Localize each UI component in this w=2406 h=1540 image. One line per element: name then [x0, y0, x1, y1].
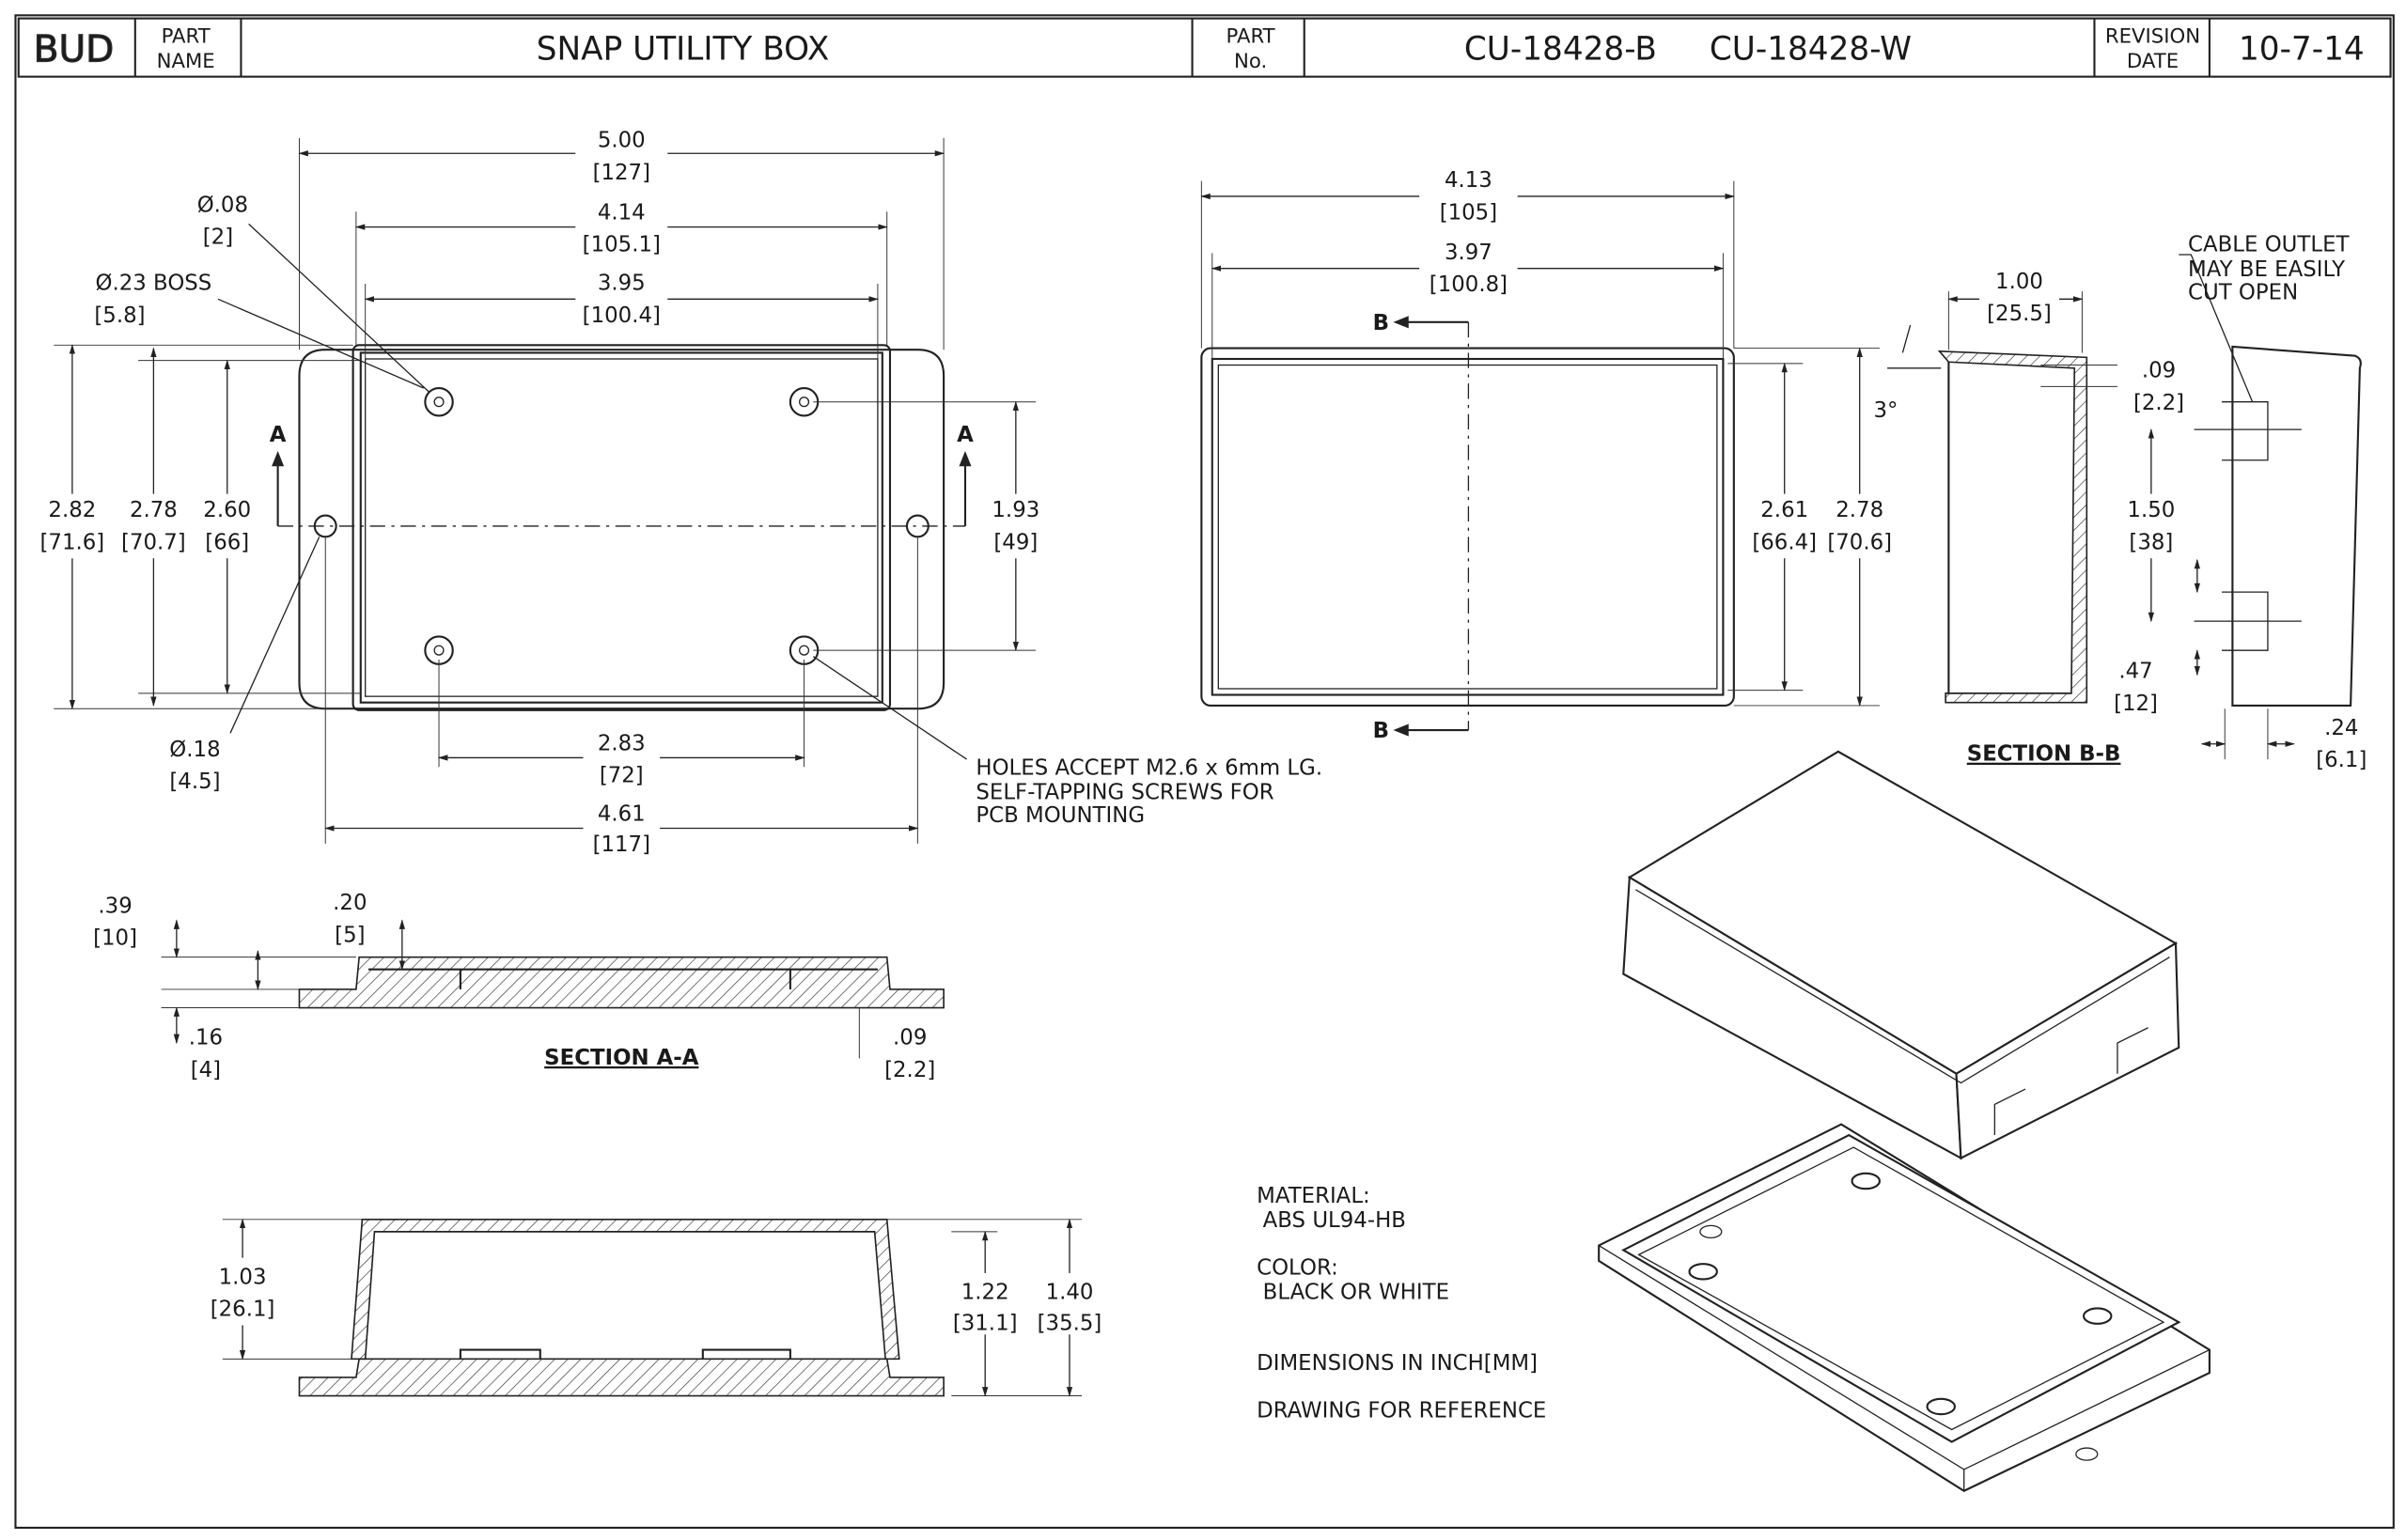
dim-bb-outlet-spacing-mm: [38] [2129, 530, 2173, 554]
dim-aa-lip: .20 [333, 891, 367, 915]
dim-cover-outer-width-mm: [105] [1440, 200, 1497, 225]
material-value: ABS UL94-HB [1263, 1208, 1406, 1233]
dim-aa-base-mm: [4] [191, 1058, 221, 1082]
section-aa: .39 [10] .20 [5] .16 [4] .09 [2.2] SECTI… [93, 891, 945, 1082]
dim-mount-spacing: 4.61 [598, 801, 646, 826]
part-number-white: CU-18428-W [1710, 31, 1912, 69]
dim-inner-width-mm: [105.1] [583, 233, 661, 257]
top-view: A A 5.00 [127] 4.14 [105.1] 3.95 [100.4]… [38, 122, 1322, 860]
color-value: BLACK OR WHITE [1263, 1281, 1449, 1305]
dim-cover-inner-width: 3.97 [1445, 241, 1492, 265]
dim-overall-height: 2.82 [48, 498, 96, 522]
dim-bb-outlet-spacing: 1.50 [2127, 498, 2175, 522]
part-no-label: PART [1226, 25, 1276, 49]
section-b-marker-top: B [1373, 311, 1389, 335]
dim-overall-width-mm: [127] [593, 161, 650, 185]
dim-cover-inner-width-mm: [100.8] [1430, 272, 1508, 297]
reference-note: DRAWING FOR REFERENCE [1257, 1398, 1546, 1423]
revision-date: 10-7-14 [2239, 31, 2365, 69]
part-name: SNAP UTILITY BOX [537, 31, 830, 69]
material-label: MATERIAL: [1257, 1184, 1370, 1208]
dim-cover-inner-height: 2.61 [1760, 498, 1808, 522]
holes-note-2: SELF-TAPPING SCREWS FOR [976, 781, 1273, 805]
dim-mount-hole-dia: Ø.18 [169, 738, 220, 762]
dim-cavity-width: 3.95 [598, 272, 646, 296]
dim-bb-depth: 1.00 [1995, 270, 2043, 294]
dim-hole-spacing-v: 1.93 [992, 498, 1039, 522]
revision-label: REVISION [2105, 25, 2200, 49]
dim-bb-draft: 3° [1873, 398, 1898, 423]
dim-bb-depth-mm: [25.5] [1987, 302, 2052, 326]
dim-cover-height: 1.03 [219, 1265, 267, 1289]
dim-cover-outer-height-mm: [70.6] [1827, 530, 1892, 554]
section-bb-title: SECTION B-B [1967, 742, 2121, 767]
color-label: COLOR: [1257, 1256, 1338, 1281]
dim-total-height: 1.40 [1046, 1281, 1094, 1305]
holes-note-3: PCB MOUNTING [976, 803, 1145, 828]
dim-hole-dia: Ø.08 [197, 193, 248, 217]
section-b-marker-bottom: B [1373, 719, 1389, 743]
cover-view: B B 4.13 [105] 3.97 [100.8] 2.61 [66.4] … [1200, 165, 1896, 743]
section-bb: 1.00 [25.5] 3° .09 [2.2] 1.50 [38] .47 [… [1873, 233, 2367, 773]
dim-body-height-mm: [31.1] [953, 1311, 1018, 1335]
dim-bb-outlet-depth: .24 [2324, 716, 2358, 740]
dim-cover-outer-height: 2.78 [1836, 498, 1883, 522]
side-section-view: 1.03 [26.1] 1.22 [31.1] 1.40 [35.5] [207, 1218, 1103, 1397]
units-note: DIMENSIONS IN INCH[MM] [1257, 1351, 1538, 1376]
dim-aa-base: .16 [189, 1026, 223, 1050]
dim-bb-outlet-depth-mm: [6.1] [2316, 748, 2367, 772]
title-block: BUD PART NAME SNAP UTILITY BOX PART No. … [14, 14, 2395, 1530]
cable-note-3: CUT OPEN [2188, 280, 2298, 304]
part-no-label-2: No. [1234, 50, 1267, 73]
dim-body-height: 1.22 [961, 1281, 1009, 1305]
dim-aa-lip-mm: [5] [335, 923, 365, 947]
dim-cover-outer-width: 4.13 [1445, 168, 1492, 193]
dim-boss-dia-mm: [5.8] [94, 303, 145, 328]
dim-hole-dia-mm: [2] [203, 226, 233, 250]
section-a-marker-left: A [270, 423, 287, 447]
dim-cavity-width-mm: [100.4] [583, 303, 661, 328]
notes: MATERIAL: ABS UL94-HB COLOR: BLACK OR WH… [1257, 1184, 1546, 1423]
dim-cover-inner-height-mm: [66.4] [1752, 530, 1817, 554]
dim-total-height-mm: [35.5] [1038, 1311, 1102, 1335]
dim-inner-height-mm: [70.7] [121, 530, 186, 554]
dim-aa-flange: .09 [893, 1026, 927, 1050]
cable-note-2: MAY BE EASILY [2188, 257, 2345, 282]
isometric-view [1598, 750, 2211, 1492]
cable-note-1: CABLE OUTLET [2188, 233, 2350, 257]
holes-note-1: HOLES ACCEPT M2.6 x 6mm LG. [976, 755, 1322, 780]
revision-label-2: DATE [2127, 50, 2179, 73]
dim-inner-height: 2.78 [130, 498, 178, 522]
dim-cavity-height: 2.60 [203, 498, 251, 522]
dim-inner-width: 4.14 [598, 200, 646, 225]
dim-bb-outlet-height: .47 [2118, 660, 2152, 684]
section-aa-title: SECTION A-A [544, 1046, 699, 1070]
dim-hole-spacing-h: 2.83 [598, 731, 646, 755]
dim-hole-spacing-v-mm: [49] [993, 530, 1038, 554]
dim-boss-dia: Ø.23 BOSS [95, 272, 211, 296]
dim-hole-spacing-h-mm: [72] [600, 764, 644, 788]
part-number-black: CU-18428-B [1464, 31, 1657, 69]
bud-logo: BUD [34, 28, 115, 70]
dim-aa-flange-mm: [2.2] [884, 1058, 935, 1082]
dim-cover-height-mm: [26.1] [211, 1298, 275, 1322]
part-name-label-2: NAME [157, 50, 215, 73]
section-a-marker-right: A [957, 423, 974, 447]
dim-overall-width: 5.00 [598, 129, 646, 153]
dim-cavity-height-mm: [66] [205, 530, 249, 554]
dim-bb-wall-mm: [2.2] [2133, 391, 2184, 415]
dim-bb-wall: .09 [2142, 359, 2176, 383]
dim-mount-hole-dia-mm: [4.5] [169, 770, 220, 794]
dim-aa-height: .39 [98, 894, 132, 918]
part-name-label: PART [162, 25, 211, 49]
dim-bb-outlet-height-mm: [12] [2114, 692, 2158, 716]
dim-overall-height-mm: [71.6] [40, 530, 105, 554]
dim-aa-height-mm: [10] [93, 926, 137, 951]
dim-mount-spacing-mm: [117] [593, 832, 650, 857]
